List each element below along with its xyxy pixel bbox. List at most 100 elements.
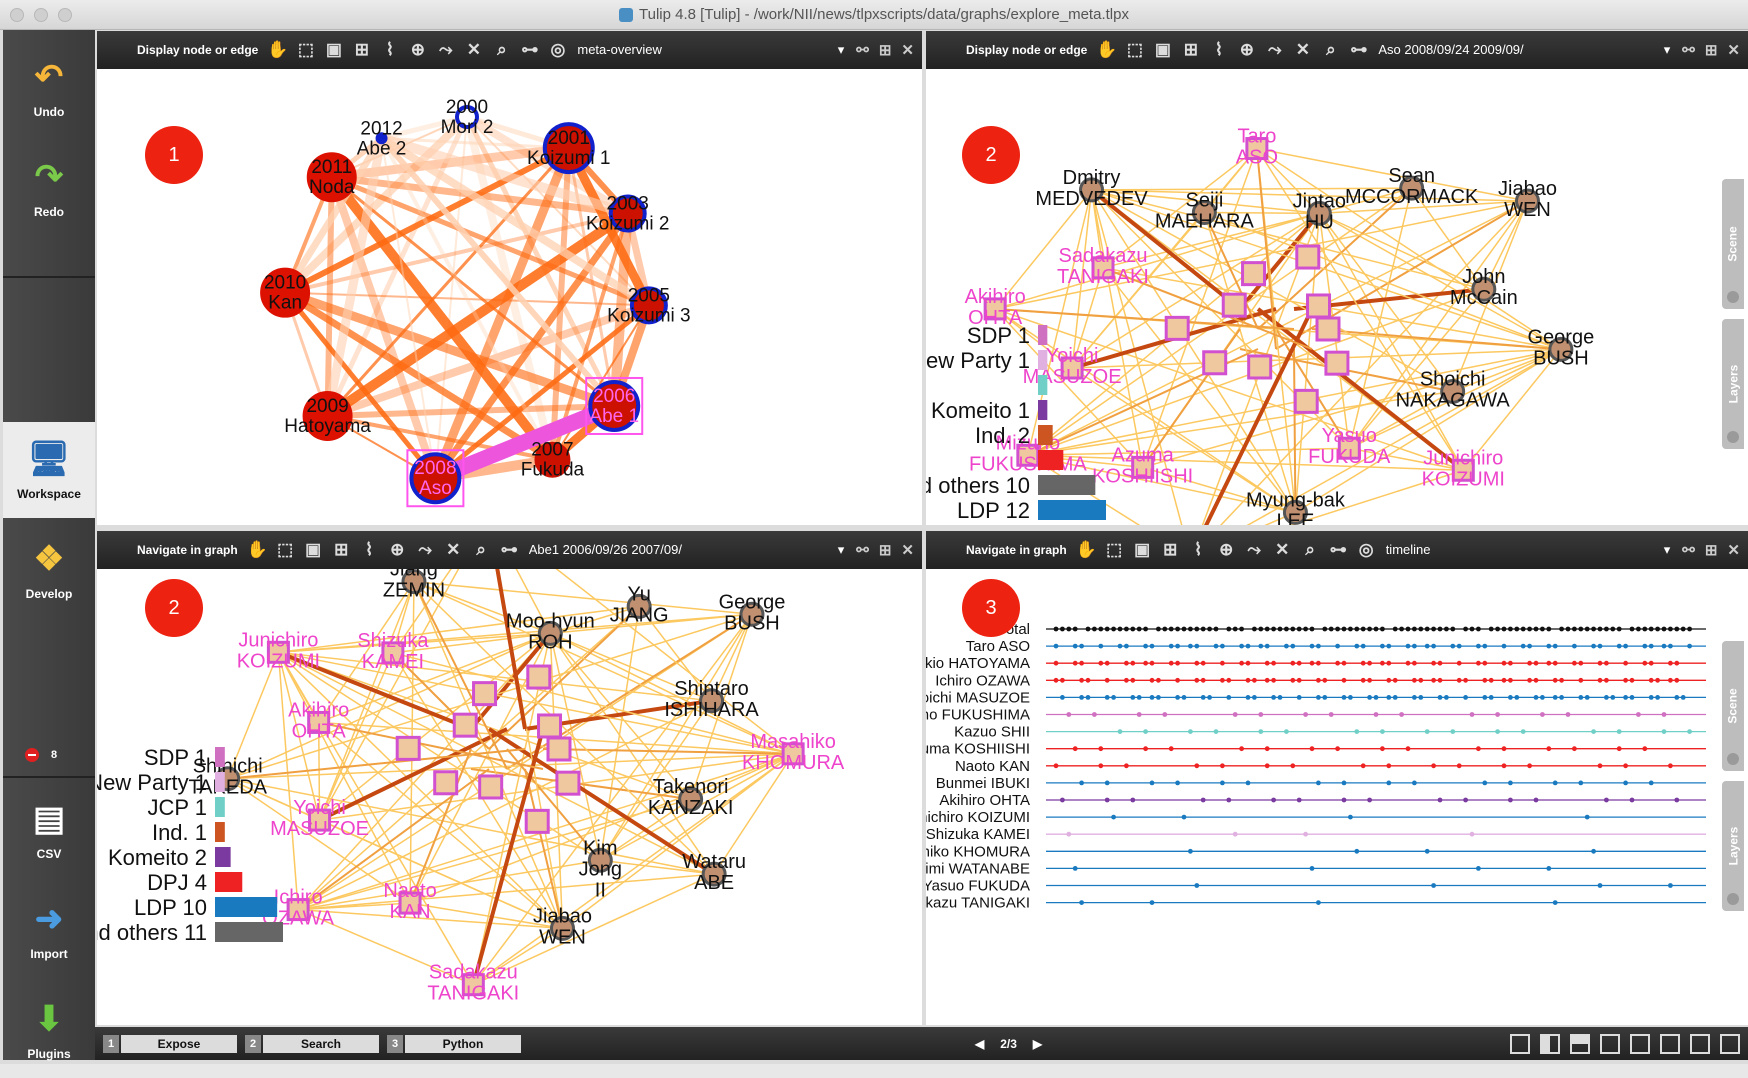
timeline-event[interactable]	[1360, 763, 1366, 769]
meta-node[interactable]	[409, 452, 462, 505]
scene-tab[interactable]: Scene	[1722, 641, 1744, 771]
timeline-event[interactable]	[1252, 626, 1257, 632]
timeline-event[interactable]	[1296, 677, 1302, 683]
person-node[interactable]	[286, 898, 310, 922]
timeline-event[interactable]	[1367, 695, 1372, 700]
timeline-event[interactable]	[1412, 695, 1417, 700]
timeline-event[interactable]	[1508, 797, 1513, 803]
network-edge[interactable]	[297, 632, 551, 911]
timeline-event[interactable]	[1232, 831, 1238, 837]
network-edge[interactable]	[1257, 187, 1413, 330]
timeline-event[interactable]	[1456, 763, 1462, 769]
timeline-event[interactable]	[1520, 643, 1526, 649]
neighborhood-icon[interactable]: ⊶	[1350, 40, 1368, 59]
timeline-event[interactable]	[1623, 643, 1628, 649]
network-edge[interactable]	[1318, 213, 1464, 471]
person-node[interactable]	[1451, 458, 1475, 482]
person-node[interactable]	[1202, 350, 1228, 376]
timeline-event[interactable]	[1424, 626, 1430, 632]
meta-edge[interactable]	[283, 289, 555, 463]
timeline-event[interactable]	[1200, 660, 1206, 666]
timeline-event[interactable]	[1642, 626, 1648, 632]
workspace-button[interactable]: 🖥Workspace	[3, 422, 95, 518]
network-edge[interactable]	[392, 652, 564, 929]
timeline-event[interactable]	[1578, 780, 1584, 786]
timeline-event[interactable]	[1610, 626, 1616, 632]
network-edge[interactable]	[994, 308, 1144, 468]
bend-edge-icon[interactable]: ⌇	[1214, 40, 1224, 59]
timeline-event[interactable]	[1584, 626, 1590, 632]
timeline-event[interactable]	[1540, 712, 1545, 717]
close-panel-icon[interactable]: ✕	[1727, 42, 1740, 59]
person-node[interactable]	[699, 688, 725, 714]
network-edge[interactable]	[1027, 454, 1191, 525]
timeline-event[interactable]	[1252, 677, 1257, 683]
timeline-event[interactable]	[1476, 746, 1481, 752]
graph-selector[interactable]: Abe1 2006/09/26 2007/09/▾	[528, 542, 845, 557]
person-node[interactable]	[1399, 175, 1425, 201]
meta-edge[interactable]	[609, 213, 633, 407]
timeline-event[interactable]	[1264, 677, 1270, 683]
magnify-icon[interactable]: ⌕	[1326, 40, 1336, 59]
person-node[interactable]	[1514, 188, 1540, 214]
scene-tab[interactable]: Scene	[1722, 179, 1744, 309]
network-edge[interactable]	[298, 908, 563, 930]
timeline-event[interactable]	[1616, 729, 1622, 734]
timeline-event[interactable]	[1309, 643, 1315, 649]
network-edge[interactable]	[409, 753, 794, 904]
timeline-event[interactable]	[1488, 677, 1494, 683]
expand-panel-icon[interactable]: ⊞	[878, 542, 892, 559]
timeline-event[interactable]	[1111, 626, 1116, 632]
interaction-mode-label[interactable]: Display node or edge	[966, 43, 1088, 57]
timeline-event[interactable]	[1552, 677, 1558, 683]
timeline-event[interactable]	[1412, 626, 1417, 632]
timeline-event[interactable]	[1412, 660, 1417, 666]
timeline-event[interactable]	[1437, 797, 1443, 803]
meta-node[interactable]	[306, 152, 357, 203]
timeline-event[interactable]	[1597, 677, 1603, 683]
zoom-box-icon[interactable]: ⊞	[1163, 540, 1178, 559]
network-edge[interactable]	[710, 613, 753, 702]
timeline-event[interactable]	[1674, 626, 1680, 632]
expand-panel-icon[interactable]: ⊞	[1704, 42, 1718, 59]
timeline-event[interactable]	[1239, 643, 1244, 649]
timeline-event[interactable]	[1629, 797, 1635, 803]
timeline-event[interactable]	[1194, 626, 1200, 632]
timeline-event[interactable]	[1175, 695, 1180, 700]
timeline-event[interactable]	[1079, 677, 1084, 683]
timeline-event[interactable]	[1053, 677, 1059, 683]
plugins-button[interactable]: ⬇Plugins	[27, 1000, 71, 1061]
timeline-event[interactable]	[1309, 866, 1315, 871]
timeline-event[interactable]	[1092, 626, 1097, 632]
neighborhood-icon[interactable]: ⊶	[500, 540, 518, 559]
network-edge[interactable]	[227, 652, 280, 779]
timeline-event[interactable]	[1149, 900, 1155, 905]
timeline-event[interactable]	[1181, 626, 1187, 632]
timeline-event[interactable]	[1463, 626, 1468, 632]
network-edge[interactable]	[994, 189, 1093, 310]
timeline-event[interactable]	[1290, 677, 1296, 683]
meta-edge[interactable]	[285, 291, 649, 307]
hand-tool-icon[interactable]: ✋	[246, 540, 268, 559]
timeline-event[interactable]	[1322, 677, 1328, 683]
timeline-event[interactable]	[1380, 626, 1385, 632]
timeline-event[interactable]	[1386, 677, 1392, 683]
timeline-event[interactable]	[1380, 729, 1385, 734]
timeline-event[interactable]	[1092, 712, 1097, 717]
timeline-event[interactable]	[1290, 643, 1296, 649]
network-edge[interactable]	[413, 580, 753, 616]
timeline-event[interactable]	[1079, 695, 1084, 700]
link-icon[interactable]: ⚯	[1682, 42, 1695, 59]
timeline-event[interactable]	[1629, 695, 1635, 700]
timeline-event[interactable]	[1642, 746, 1648, 752]
network-edge[interactable]	[1256, 147, 1562, 351]
layout-five-icon[interactable]	[1690, 1034, 1710, 1054]
timeline-event[interactable]	[1258, 643, 1264, 649]
timeline-event[interactable]	[1380, 643, 1385, 649]
timeline-event[interactable]	[1495, 626, 1500, 632]
meta-edge[interactable]	[379, 137, 555, 461]
graph-selector[interactable]: meta-overview▾	[577, 42, 845, 57]
network-edge[interactable]	[278, 651, 712, 702]
